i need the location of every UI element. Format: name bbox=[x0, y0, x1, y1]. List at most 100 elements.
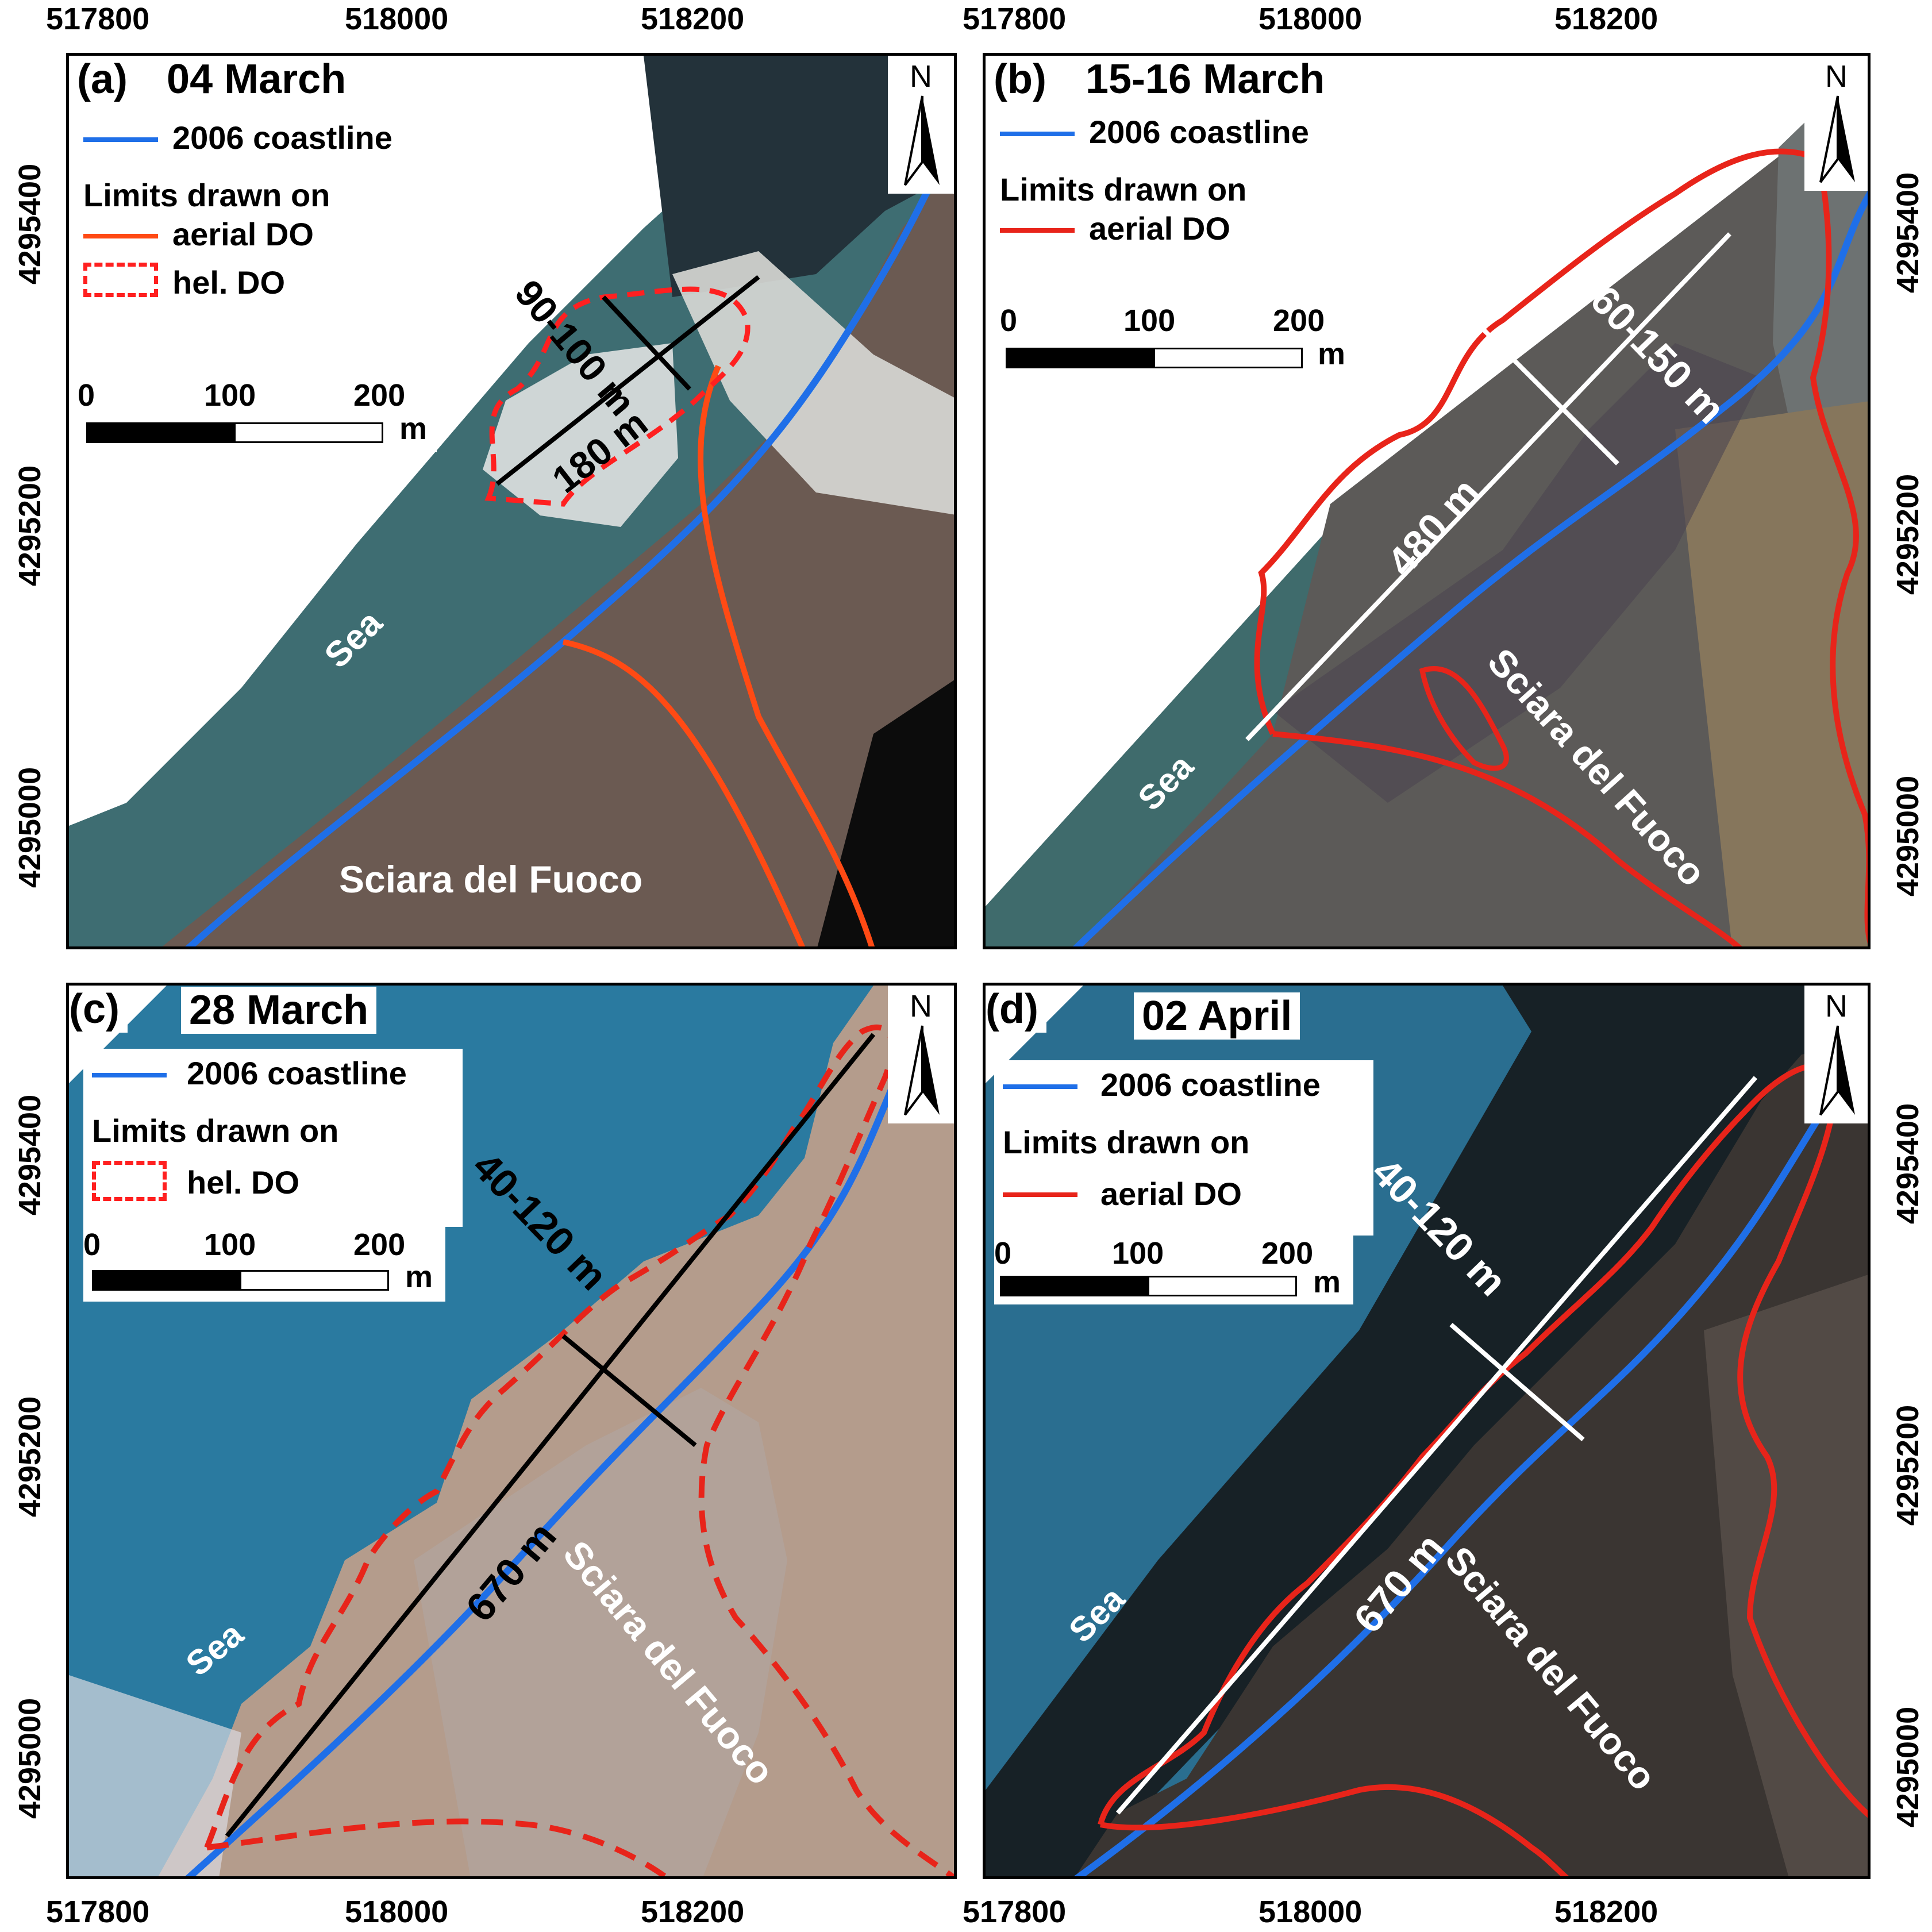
panel-b-legend-coastline-swatch bbox=[1000, 132, 1075, 136]
panel-b-aerial-limit-island bbox=[1419, 666, 1509, 771]
panel-a-scale-100: 100 bbox=[204, 378, 256, 413]
panel-a-scale-unit: m bbox=[399, 411, 428, 446]
panel-b-north-arrow: N bbox=[1804, 56, 1868, 191]
panel-d-coastline bbox=[1073, 1034, 1868, 1876]
panel-b-scale-100: 100 bbox=[1123, 303, 1176, 338]
panel-b-scale-bar: 0 100 200 m bbox=[986, 303, 1353, 378]
panel-b-aerial-limit bbox=[1254, 148, 1868, 944]
panel-a-legend-aerial: aerial DO bbox=[172, 216, 314, 252]
panel-c-legend-coastline-swatch bbox=[92, 1073, 167, 1077]
panel-a-legend-coastline: 2006 coastline bbox=[172, 120, 392, 156]
panel-c-scale-bar: 0 100 200 m bbox=[83, 1227, 445, 1302]
panel-a-legend-coastline-swatch bbox=[83, 137, 158, 142]
north-arrow-icon bbox=[904, 95, 940, 186]
panel-c-date: 28 March bbox=[189, 987, 369, 1033]
panel-b-coastline bbox=[1072, 191, 1868, 946]
panel-c-scale-bar-black bbox=[92, 1270, 241, 1291]
panel-b-north-label: N bbox=[1825, 59, 1848, 94]
right-y-tick-1-d: 4295400 bbox=[1891, 1103, 1925, 1225]
panel-b-scale-unit: m bbox=[1318, 337, 1346, 371]
panel-c-measure-670m bbox=[225, 1033, 876, 1838]
panel-c-label: (c) bbox=[69, 986, 120, 1032]
panel-c-legend-header: Limits drawn on bbox=[92, 1113, 339, 1149]
panel-a-title: (a) 04 March bbox=[69, 56, 355, 103]
left-y-tick-2-c: 4295200 bbox=[13, 1396, 47, 1518]
panel-a-measure-90-100m bbox=[602, 295, 691, 391]
left-y-tick-3-a: 4295000 bbox=[13, 767, 47, 888]
panel-d-legend-aerial-swatch bbox=[1003, 1192, 1077, 1197]
panel-a-north-arrow: N bbox=[888, 56, 954, 194]
top-x-tick-2-b: 518000 bbox=[1259, 2, 1363, 36]
panel-c-legend-hel: hel. DO bbox=[187, 1164, 300, 1200]
panel-a-legend-header: Limits drawn on bbox=[83, 177, 330, 213]
panel-a-legend: 2006 coastline Limits drawn on aerial DO… bbox=[69, 113, 442, 412]
panel-b-legend-header: Limits drawn on bbox=[1000, 171, 1247, 207]
panel-d-scale-bar-black bbox=[1000, 1276, 1149, 1296]
panel-c-scale-200: 200 bbox=[353, 1227, 406, 1262]
panel-d-scale-0: 0 bbox=[994, 1236, 1012, 1271]
north-arrow-icon bbox=[1819, 95, 1855, 183]
panel-a-hel-limit bbox=[484, 286, 751, 507]
panel-a-north-label: N bbox=[910, 59, 932, 94]
panel-b-measure-480m bbox=[1245, 232, 1731, 741]
panel-a-label: (a) bbox=[77, 56, 128, 102]
panel-b-legend-aerial: aerial DO bbox=[1089, 210, 1230, 247]
panel-d-scale-bar: 0 100 200 m bbox=[994, 1236, 1353, 1304]
panel-a-imagery bbox=[69, 56, 954, 946]
panel-b-aerial-limit-lower bbox=[1272, 731, 1742, 946]
panel-d-scale-unit: m bbox=[1313, 1265, 1341, 1299]
panel-d-measure-670m bbox=[1115, 1076, 1758, 1815]
panel-d-label: (d) bbox=[986, 986, 1038, 1032]
panel-d-date-box: 02 April bbox=[1134, 992, 1300, 1040]
panel-b-imagery bbox=[986, 56, 1868, 946]
top-x-tick-1-b: 517800 bbox=[963, 2, 1067, 36]
bottom-x-tick-2-c: 518000 bbox=[345, 1895, 449, 1929]
panel-b-title: (b) 15-16 March bbox=[986, 56, 1333, 103]
left-y-tick-3-c: 4295000 bbox=[13, 1698, 47, 1819]
panel-b-date: 15-16 March bbox=[1085, 56, 1325, 102]
panel-b-scale-bar-black bbox=[1006, 348, 1155, 368]
north-arrow-icon bbox=[904, 1025, 940, 1116]
panel-c-hel-limit-lower bbox=[206, 1818, 670, 1876]
panel-d-legend-coastline: 2006 coastline bbox=[1100, 1067, 1321, 1103]
top-x-tick-3-b: 518200 bbox=[1554, 2, 1658, 36]
panel-a-legend-hel-swatch bbox=[83, 263, 158, 297]
panel-c-scale-100: 100 bbox=[204, 1227, 256, 1262]
bottom-x-tick-3-c: 518200 bbox=[641, 1895, 745, 1929]
panel-b-measure-60-150m bbox=[1455, 301, 1619, 465]
bottom-x-tick-1-d: 517800 bbox=[963, 1895, 1067, 1929]
panel-d-date: 02 April bbox=[1142, 993, 1292, 1039]
panel-c-title: (c) bbox=[69, 986, 128, 1033]
panel-b-legend-coastline: 2006 coastline bbox=[1089, 114, 1309, 150]
panel-a-scale-bar: 0 100 200 m bbox=[69, 378, 437, 452]
bottom-x-tick-3-d: 518200 bbox=[1554, 1895, 1658, 1929]
panel-c-legend: 2006 coastline Limits drawn on hel. DO bbox=[83, 1049, 463, 1227]
panel-a-legend-aerial-swatch bbox=[83, 234, 158, 238]
panel-d-scale-200: 200 bbox=[1261, 1236, 1314, 1271]
panel-a-coastline bbox=[185, 134, 954, 946]
right-y-tick-3-d: 4295000 bbox=[1891, 1706, 1925, 1828]
right-y-tick-2-b: 4295200 bbox=[1891, 474, 1925, 595]
panel-a-scale-bar-white bbox=[234, 422, 383, 443]
panel-a-legend-hel: hel. DO bbox=[172, 264, 286, 301]
panel-a-map: 90-100 m 180 m Sea Sciara del Fuoco (a) … bbox=[66, 53, 957, 949]
panel-c-legend-hel-swatch bbox=[92, 1161, 167, 1201]
panel-b-legend-aerial-swatch bbox=[1000, 228, 1075, 233]
panel-c-date-box: 28 March bbox=[181, 987, 377, 1034]
panel-d-legend-header: Limits drawn on bbox=[1003, 1124, 1250, 1160]
panel-d-north-arrow: N bbox=[1804, 986, 1868, 1123]
top-x-tick-1-a: 517800 bbox=[46, 2, 150, 36]
panel-b-map: 60-150 m 480 m Sea Sciara del Fuoco (b) … bbox=[983, 53, 1871, 949]
panel-d-legend-aerial: aerial DO bbox=[1100, 1176, 1242, 1212]
panel-d-title: (d) bbox=[986, 986, 1046, 1033]
panel-d-aerial-limit bbox=[1098, 1063, 1868, 1826]
panel-d-scale-bar-white bbox=[1148, 1276, 1297, 1296]
panel-a-measure-180m bbox=[495, 275, 760, 486]
panel-d-map: 40-120 m 670 m Sea Sciara del Fuoco (d) … bbox=[983, 983, 1871, 1879]
panel-d-legend-coastline-swatch bbox=[1003, 1084, 1077, 1089]
panel-c-coastline bbox=[185, 987, 954, 1876]
right-y-tick-3-b: 4295000 bbox=[1891, 775, 1925, 897]
panel-c-measure-40-120m bbox=[561, 1334, 697, 1448]
panel-c-scale-unit: m bbox=[405, 1260, 433, 1294]
top-x-tick-2-a: 518000 bbox=[345, 2, 449, 36]
